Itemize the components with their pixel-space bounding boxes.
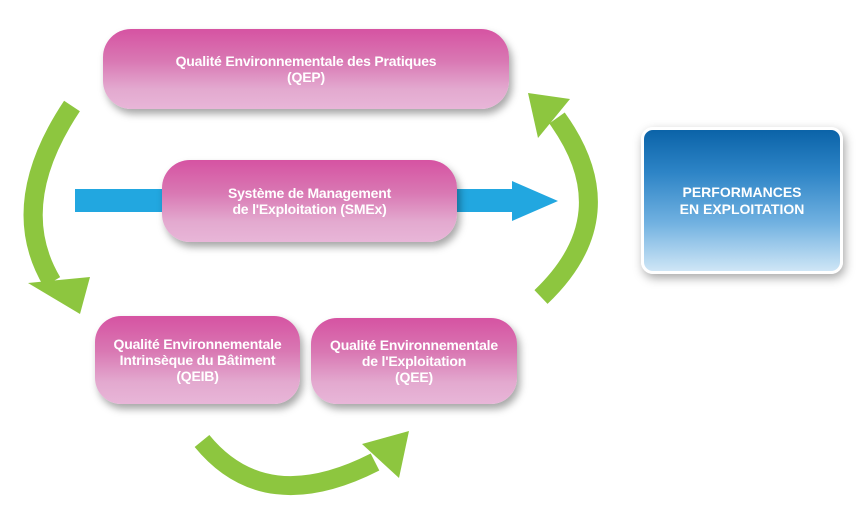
performance-line1: PERFORMANCES [682,183,802,200]
qeib-title: Qualité Environnementale [113,336,282,352]
qep-title: Qualité Environnementale des Pratiques [175,53,437,69]
qee-title: Qualité Environnementale [330,337,498,353]
smex-subtitle: de l'Exploitation (SMEx) [232,201,387,217]
qee-acronym: (QEE) [395,369,433,385]
performance-box: PERFORMANCES EN EXPLOITATION [641,127,843,274]
qeib-acronym: (QEIB) [176,368,219,384]
smex-title: Système de Management [227,185,392,201]
qeib-box: Qualité Environnementale Intrinsèque du … [95,316,300,404]
cycle-arrow-right [528,93,598,304]
qee-box: Qualité Environnementale de l'Exploitati… [311,318,517,404]
qep-acronym: (QEP) [287,69,325,85]
cycle-arrow-left [23,100,90,314]
performance-line2: EN EXPLOITATION [679,200,805,217]
qep-box: Qualité Environnementale des Pratiques (… [103,29,509,109]
qee-subtitle: de l'Exploitation [361,353,467,369]
smex-box: Système de Management de l'Exploitation … [162,160,457,242]
qeib-subtitle: Intrinsèque du Bâtiment [119,352,276,368]
cycle-arrow-bottom [194,431,409,496]
